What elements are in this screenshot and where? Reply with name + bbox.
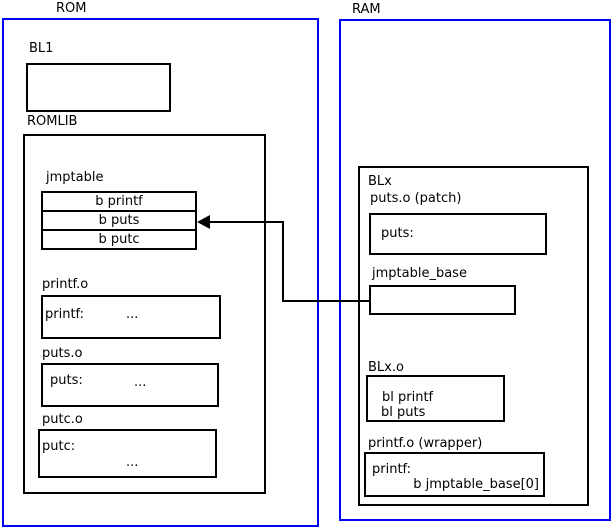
puts-o-label: puts.o bbox=[42, 346, 83, 361]
arrow-line-horizontal-upper bbox=[208, 221, 284, 223]
jmptable-base-label: jmptable_base bbox=[372, 266, 467, 281]
bl1-box bbox=[26, 63, 171, 112]
blx-o-label: BLx.o bbox=[368, 360, 404, 375]
printf-wrapper-branch: b jmptable_base[0] bbox=[413, 477, 539, 492]
putc-body-dots: ... bbox=[126, 455, 139, 470]
printf-o-box: printf: ... bbox=[41, 295, 221, 339]
blx-label: BLx bbox=[368, 174, 392, 189]
puts-symbol: puts: bbox=[50, 373, 83, 388]
ram-title: RAM bbox=[352, 2, 381, 17]
jmptable-box: b printf b puts b putc bbox=[41, 191, 197, 250]
puts-patch-label: puts.o (patch) bbox=[370, 191, 462, 206]
rom-title: ROM bbox=[56, 1, 87, 16]
puts-patch-box: puts: bbox=[369, 213, 547, 255]
printf-body-dots: ... bbox=[126, 307, 139, 322]
rom-frame bbox=[2, 18, 319, 527]
arrow-head bbox=[197, 215, 210, 229]
blx-o-line: bl printf bbox=[382, 390, 434, 405]
puts-patch-symbol: puts: bbox=[381, 226, 414, 241]
printf-wrapper-box: printf: b jmptable_base[0] bbox=[364, 452, 545, 497]
blx-o-box: bl printf bl puts bbox=[366, 375, 505, 422]
romlib-label: ROMLIB bbox=[27, 114, 78, 129]
puts-o-box: puts: ... bbox=[41, 363, 219, 407]
jmptable-base-box bbox=[369, 285, 516, 315]
jmptable-row: b printf bbox=[41, 191, 197, 212]
arrow-line-horizontal-lower bbox=[282, 300, 370, 302]
blx-o-line: bl puts bbox=[381, 405, 426, 420]
printf-symbol: printf: bbox=[45, 307, 85, 322]
jmptable-row: b putc bbox=[41, 229, 197, 250]
printf-wrapper-label: printf.o (wrapper) bbox=[368, 436, 483, 451]
putc-o-label: putc.o bbox=[42, 412, 83, 427]
printf-o-label: printf.o bbox=[42, 277, 89, 292]
putc-symbol: putc: bbox=[42, 439, 76, 454]
arrow-line-vertical bbox=[282, 221, 284, 302]
printf-wrapper-symbol: printf: bbox=[372, 462, 412, 477]
puts-body-dots: ... bbox=[134, 375, 147, 390]
bl1-label: BL1 bbox=[29, 41, 54, 56]
ram-frame bbox=[339, 19, 611, 521]
jmptable-row: b puts bbox=[41, 210, 197, 231]
jmptable-label: jmptable bbox=[46, 170, 104, 185]
putc-o-box: putc: ... bbox=[38, 429, 217, 478]
